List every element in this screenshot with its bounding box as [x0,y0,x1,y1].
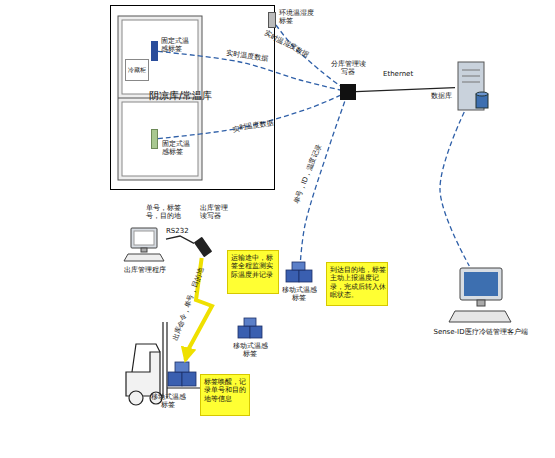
edge-label: Ethernet [383,70,413,78]
note-box: 标签唤醒，记录单号和目的地等信息 [200,374,250,416]
fixed-tag: 固定式温感标签 [151,129,158,149]
node-text: 标签唤醒，记录单号和目的地等信息 [204,378,248,403]
database-server: 数据库 [455,62,489,112]
node-text: 出库管理读写器 [200,204,230,221]
node-text: 固定式温感标签 [161,37,193,54]
server-icon [458,62,488,110]
env-tag: 环境温湿度标签 [268,12,276,28]
node-text: 移动式温感标签 [279,286,319,303]
edge-label: 实时温度数据 [232,118,275,134]
node-text: 移动式温感标签 [230,342,270,359]
warehouse-box: 冷藏柜固定式温感标签固定式温感标签阴凉库/常温库 [110,5,275,190]
reader-box: 分库管理读写器 [340,84,356,100]
node-text: 出库管理程序 [114,266,176,274]
cable-line [166,236,194,243]
door-panel [122,20,198,94]
edge-label: 单号，ID，温度记录 [292,143,324,205]
node-text: 环境温湿度标签 [279,9,315,26]
handheld-reader-icon [194,237,213,257]
node-text: 到达目的地，标签主动上报温度记录，完成后转入休眠状态。 [330,266,386,300]
mobile-tag: 移动式温感标签 [236,316,264,340]
note-box: 到达目的地，标签主动上报温度记录，完成后转入休眠状态。 [326,262,388,306]
node-text: 分库管理读写器 [330,60,366,77]
node-text: Sense-ID医疗冷链管理客户端 [409,328,552,336]
mobile-tag: 移动式温感标签 [284,260,314,284]
mobile-tag: 移动式温感标签 [166,360,198,388]
program-computer: 出库管理程序 [124,226,166,262]
data-link [440,112,469,266]
client-computer-icon [449,268,511,322]
node-text: 运输途中，标签全程监测实际温度并记录 [231,254,277,279]
cable-line [356,88,455,92]
note-box: 运输途中，标签全程监测实际温度并记录 [227,250,279,294]
node-text: 阴凉库/常温库 [149,90,224,102]
handheld-reader: 出库管理读写器 [194,238,212,258]
forklift-icon [126,322,200,405]
fixed-tag: 固定式温感标签 [151,41,158,61]
node-text: 移动式温感标签 [148,393,188,410]
fridge-box: 冷藏柜 [125,59,149,81]
edge-label: RS232 [166,227,189,235]
node-text: 固定式温感标签 [162,140,194,157]
note-label: 单号，标签号，目的地 [146,204,190,221]
node-text: 数据库 [431,92,455,100]
node-text: 冷藏柜 [126,66,148,73]
edge-label: 实时温湿度数据 [263,29,310,59]
client-computer: Sense-ID医疗冷链管理客户端 [449,266,512,324]
pc-icon [124,228,164,261]
data-link [158,95,340,138]
